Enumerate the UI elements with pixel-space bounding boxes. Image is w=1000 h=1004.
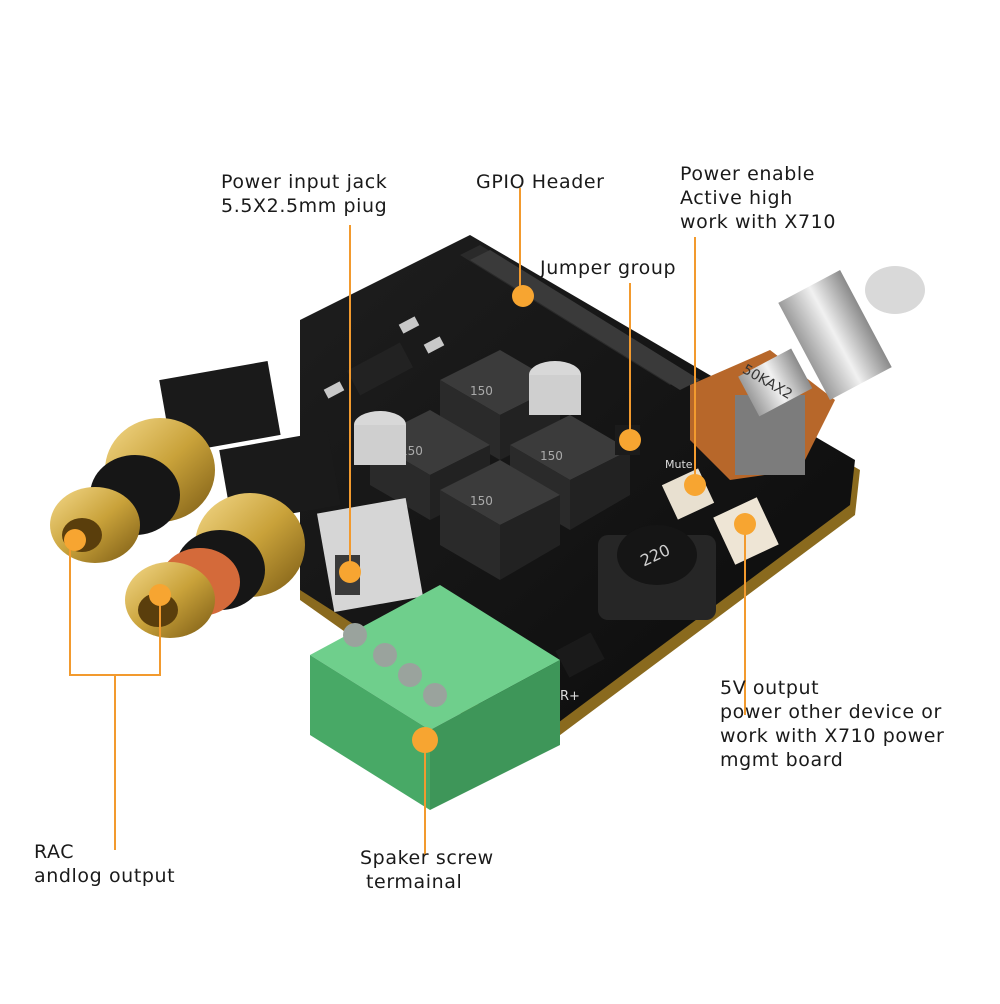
label-jumper: Jumper group [540, 256, 676, 280]
label-line: Power enable [680, 163, 816, 185]
screw-terminal: R+ [310, 585, 580, 810]
label-five-v: 5V output power other device or work wit… [720, 676, 944, 772]
rca-right-dot [149, 584, 171, 606]
label-line: 5.5X2.5mm piug [221, 195, 388, 217]
label-line: work with X710 [680, 211, 837, 233]
power-jack-dot [339, 561, 361, 583]
power-inductor: 220 [598, 525, 716, 620]
label-rac-output: RAC andlog output [34, 840, 175, 888]
label-line: power other device or [720, 701, 942, 723]
label-line: Active high [680, 187, 793, 209]
callout-dots [64, 285, 756, 753]
gpio-dot [512, 285, 534, 307]
enable-dot [684, 474, 706, 496]
label-line: work with X710 power [720, 725, 945, 747]
mute-label: Mute [665, 458, 693, 471]
rca-jack-right [125, 431, 341, 638]
label-line: mgmt board [720, 749, 844, 771]
dc-power-jack [317, 497, 423, 613]
cap-label-3: 150 [540, 449, 563, 463]
label-gpio: GPIO Header [476, 170, 605, 194]
label-power-enable: Power enable Active high work with X710 [680, 162, 836, 234]
label-line: Jumper group [540, 257, 677, 279]
cap-label-1: 150 [470, 384, 493, 398]
jumper-dot [619, 429, 641, 451]
label-line: RAC [34, 841, 75, 863]
r-plus-label: R+ [560, 689, 580, 704]
label-line: 5V output [720, 677, 820, 699]
label-speaker-terminal: Spaker screw termainal [360, 846, 494, 894]
rca-left-dot [64, 529, 86, 551]
label-line: Power input jack [221, 171, 388, 193]
speaker-dot [412, 727, 438, 753]
label-line: GPIO Header [476, 171, 605, 193]
label-line: andlog output [34, 865, 176, 887]
callout-lines [69, 188, 746, 855]
volume-potentiometer: 50KAX2 [690, 266, 925, 480]
label-power-input: Power input jack 5.5X2.5mm piug [221, 170, 387, 218]
cap-label-4: 150 [470, 494, 493, 508]
label-line: termainal [366, 871, 463, 893]
gpio-header [460, 245, 700, 390]
five-v-dot [734, 513, 756, 535]
electrolytic-capacitors [354, 361, 581, 465]
label-line: Spaker screw [360, 847, 494, 869]
